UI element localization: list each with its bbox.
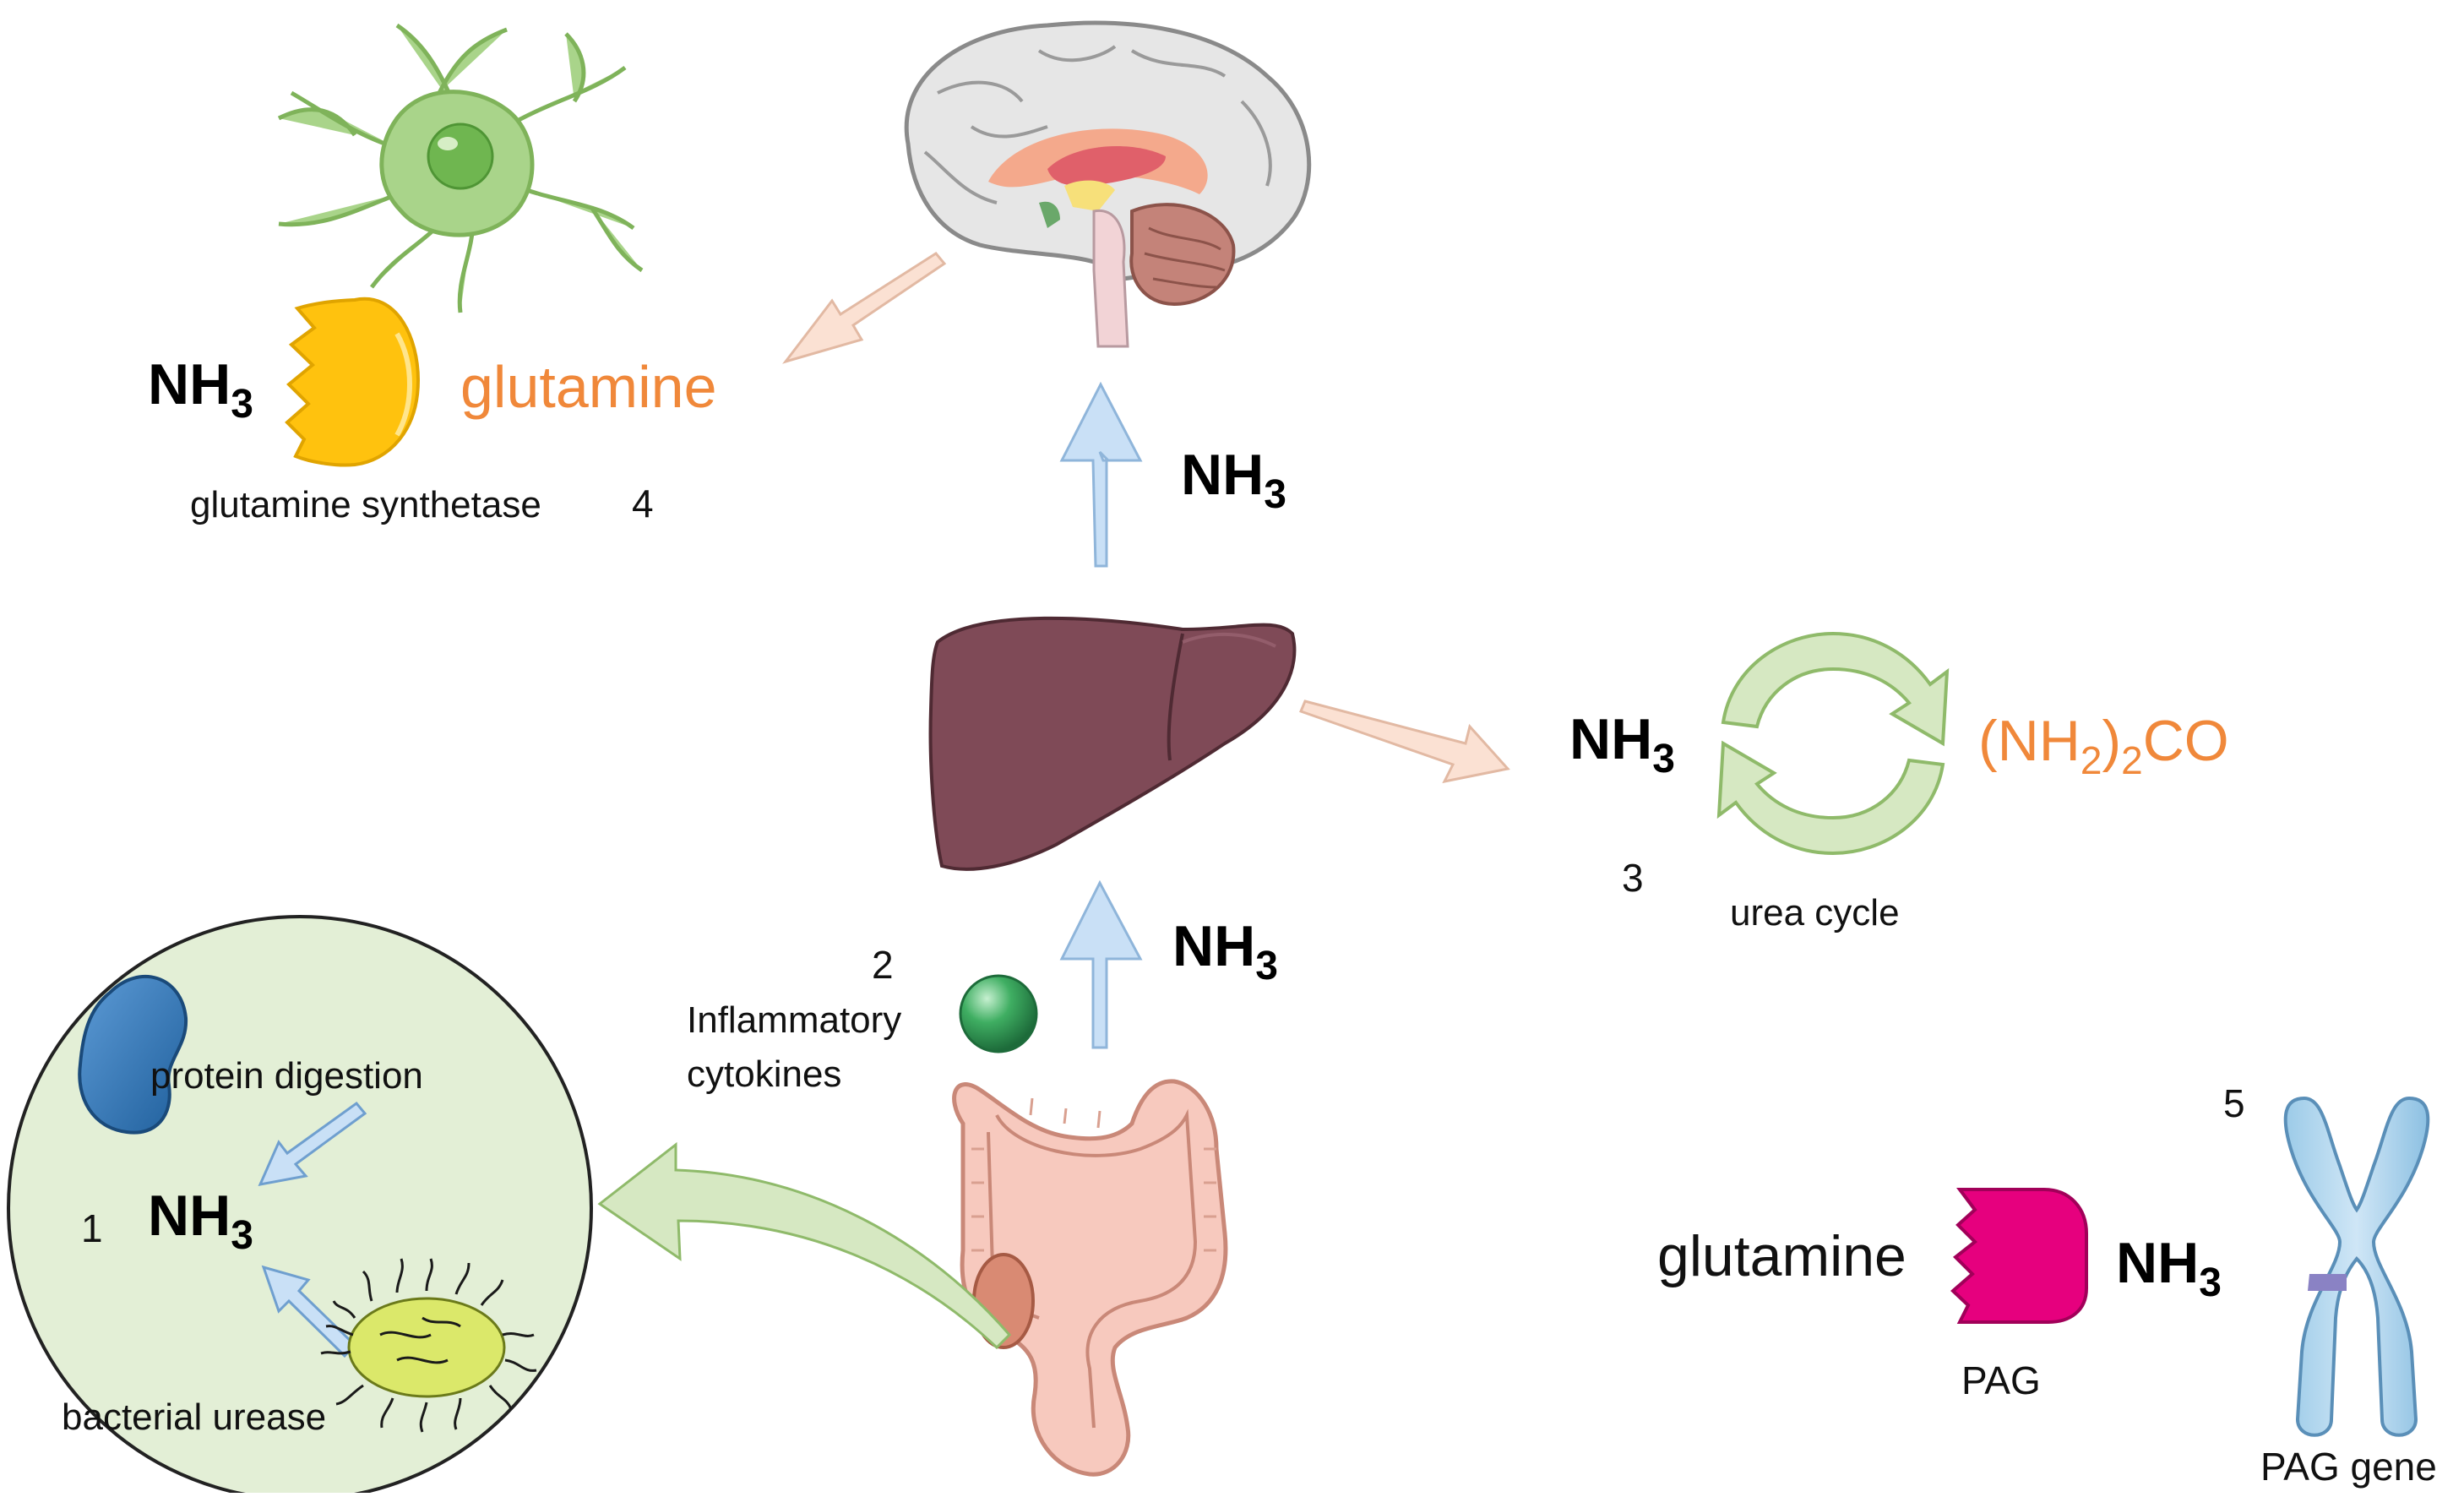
bacterial-urease-label: bacterial urease [62, 1396, 326, 1438]
nh3-label: NH3 [148, 1184, 253, 1258]
step-number-1: 1 [81, 1206, 103, 1250]
step-number-4: 4 [632, 482, 654, 525]
astrocyte-icon [277, 23, 644, 313]
pag-gene-label: PAG gene [2260, 1445, 2437, 1489]
arrow-intestine-to-gut-lumen [597, 1141, 1012, 1350]
pag-enzyme-icon [1950, 1188, 2088, 1324]
inflammatory-label: Inflammatory [687, 999, 901, 1041]
arrow-liver-to-brain [1059, 381, 1143, 568]
pag-label: PAG [1961, 1358, 2041, 1402]
nh3-label: NH3 [1181, 443, 1286, 517]
nh3-label: NH3 [2116, 1231, 2222, 1305]
protein-digestion-label: protein digestion [150, 1055, 423, 1097]
glutamine-synthetase-label: glutamine synthetase [190, 484, 541, 525]
cytokines-label: cytokines [687, 1053, 841, 1095]
arrow-bacteria-to-nh3 [261, 1265, 357, 1358]
glutamine-substrate-label: glutamine [1657, 1224, 1906, 1288]
glutamine-synthetase-enzyme-icon [285, 297, 421, 467]
glutamine-product-label: glutamine [460, 354, 717, 420]
bacteria-icon [320, 1258, 537, 1433]
protein-bean-icon [78, 974, 188, 1135]
brain-icon [904, 20, 1312, 348]
step-number-2: 2 [872, 943, 894, 987]
nh3-label: NH3 [1172, 914, 1278, 988]
arrow-liver-to-urea-cycle [1299, 700, 1510, 784]
cytokine-sphere-icon [959, 974, 1038, 1053]
urea-cycle-icon [1716, 631, 1950, 856]
arrow-protein-to-nh3 [258, 1101, 367, 1186]
urea-formula-label: (NH2)2CO [1978, 709, 2229, 782]
liver-icon [928, 616, 1297, 871]
urea-cycle-label: urea cycle [1730, 892, 1900, 934]
arrow-brain-to-astrocyte [782, 252, 947, 364]
step-number-3: 3 [1622, 856, 1644, 900]
intestine-icon [952, 1079, 1228, 1477]
arrow-intestine-to-liver [1059, 879, 1143, 1049]
nh3-label: NH3 [1569, 707, 1675, 781]
chromosome-icon [2283, 1096, 2430, 1437]
nh3-label: NH3 [148, 352, 253, 427]
step-number-5: 5 [2223, 1081, 2245, 1125]
